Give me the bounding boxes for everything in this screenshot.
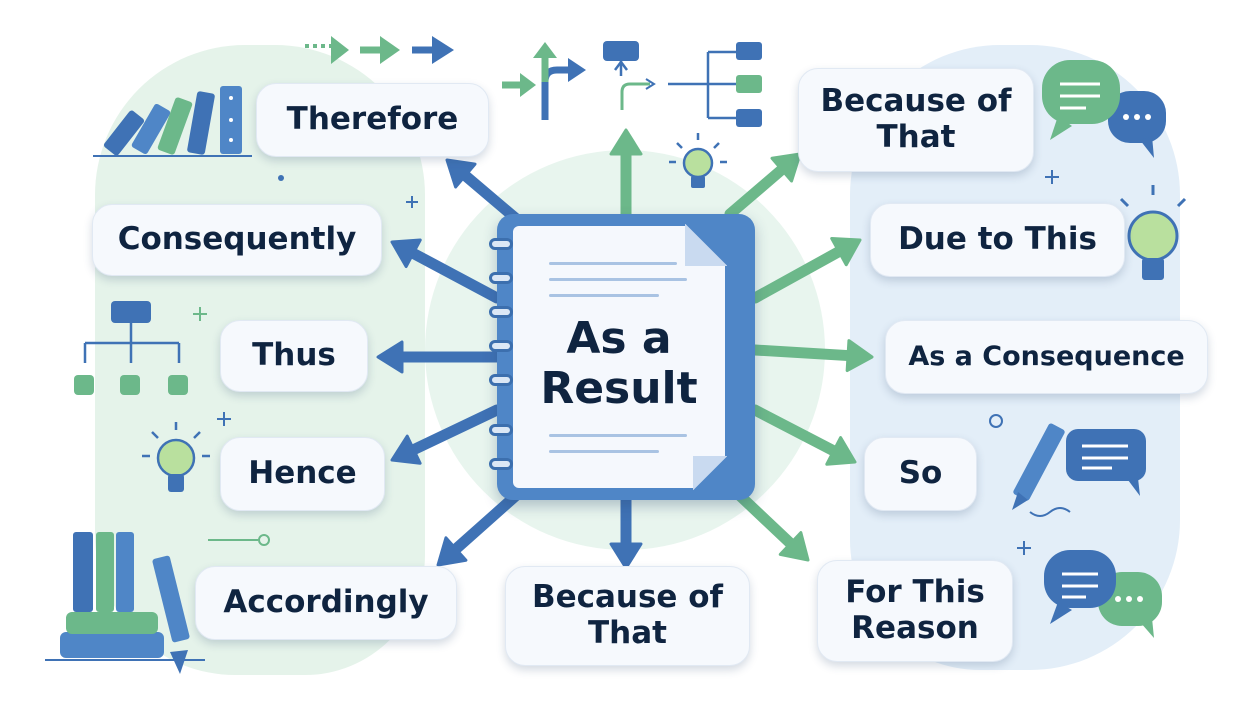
page-curl [693,456,727,490]
dot-decoration [278,175,284,181]
binder-ring [489,272,513,284]
binder-ring [489,340,513,352]
pencil-icon [152,555,190,674]
card-therefore: Therefore [256,83,489,157]
binder-ring [489,374,513,386]
central-notebook: As a Result [489,214,755,500]
dot-decoration [258,534,270,546]
arrow-up [609,128,643,220]
arrow-to-for-this-reason [730,486,810,562]
page-fold [685,224,727,266]
arrow-to-due-to-this [749,236,862,304]
arrow-to-as-a-consequence [749,339,874,373]
card-so: So [864,437,977,511]
card-for-this-reason: For This Reason [817,560,1013,662]
arrow-to-consequently [390,238,503,304]
speech-bubbles-icon [1042,60,1166,158]
card-hence: Hence [220,437,385,511]
card-because-of-that-top: Because of That [798,68,1034,172]
speech-bubbles-icon [1044,550,1162,638]
dominoes-icon [93,86,252,157]
arrow-to-hence [390,404,503,465]
flowchart-icon [603,41,656,110]
lightbulb-icon [1110,185,1187,280]
lightbulb-icon [669,133,727,188]
binder-ring [489,458,513,470]
chat-bubble-icon [1066,429,1146,496]
notebook-page: As a Result [513,224,727,490]
lightbulb-icon [142,422,210,492]
page-line [549,450,659,453]
arrow-to-because-top [724,152,802,220]
hierarchy-icon [74,301,188,395]
card-as-a-consequence: As a Consequence [885,320,1208,394]
sparkle-decorations [193,170,1071,555]
card-due-to-this: Due to This [870,203,1125,277]
arrows-right-icon [305,36,454,64]
binder-ring [489,424,513,436]
page-line [549,434,687,437]
branch-tree-icon [668,42,762,127]
page-line [549,294,659,297]
center-title: As a Result [540,313,698,415]
arrow-to-accordingly [436,486,526,567]
binder-ring [489,306,513,318]
binder-ring [489,238,513,250]
split-arrow-icon [502,42,586,120]
card-accordingly: Accordingly [195,566,457,640]
arrow-to-because-bottom [609,494,643,570]
card-consequently: Consequently [92,204,382,276]
pencil-icon [1012,423,1065,510]
dot-decoration [989,414,1003,428]
arrow-to-so [749,404,857,466]
arrow-to-thus [376,340,503,374]
card-because-of-that-bottom: Because of That [505,566,750,666]
page-line [549,278,687,281]
page-line [549,262,677,265]
card-thus: Thus [220,320,368,392]
